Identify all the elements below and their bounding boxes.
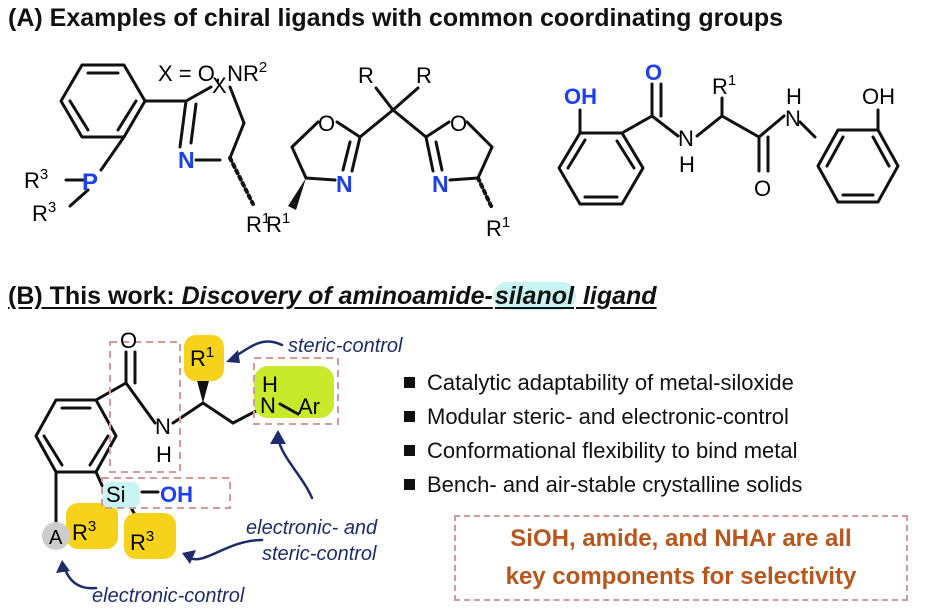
label-electronic-control: electronic-control	[92, 585, 245, 607]
list-item: Catalytic adaptability of metal-siloxide	[404, 366, 802, 400]
ligand-b-oh: OH	[160, 482, 193, 507]
ligand3-oh-left: OH	[564, 84, 597, 109]
feature-list: Catalytic adaptability of metal-siloxide…	[404, 366, 802, 502]
ligand3-oh-right: OH	[862, 84, 895, 109]
ligand3-bonds	[557, 82, 900, 206]
ligand2-n-left: N	[336, 171, 353, 197]
si-highlight	[102, 482, 140, 508]
callout-line-2: key components for selectivity	[505, 563, 857, 590]
ligand3-n-right: N	[785, 106, 801, 131]
ligand2-r-right: R	[416, 63, 432, 88]
arrow-heads	[56, 350, 286, 573]
ligand-b-o-amide: O	[120, 328, 137, 353]
ligand3-n-left: N	[678, 126, 694, 151]
ligand1-nitrogen: N	[178, 147, 195, 173]
ligand-b-h-amide: H	[156, 442, 172, 467]
group-boxes	[101, 341, 339, 509]
ligand2-hash-bond	[476, 176, 494, 210]
ligand2-wedge-bond	[288, 178, 306, 210]
ligand-b-ar: Ar	[298, 394, 320, 419]
ligand1-phosphorus: P	[82, 169, 98, 196]
ligand2-r-left: R	[358, 63, 374, 88]
heading-section-a: (A) Examples of chiral ligands with comm…	[8, 4, 784, 32]
ligand3-o-bottom: O	[754, 176, 771, 201]
ligand2-o-left: O	[318, 111, 335, 136]
bullet-square-icon	[404, 377, 415, 388]
a-group-circle	[42, 522, 70, 550]
ligand-b-r3-right: R3	[130, 528, 154, 555]
ligand3-h-right: H	[786, 84, 802, 109]
ligand2-n-right: N	[432, 171, 449, 197]
ligand1-r3-top: R3	[24, 166, 48, 193]
label-electronic-steric-2: steric-control	[262, 543, 377, 565]
ligand-b-r1: R1	[190, 344, 214, 371]
ligand3-o-top: O	[645, 60, 662, 85]
label-electronic-steric-1: electronic- and	[246, 517, 378, 539]
nhar-highlight	[254, 366, 334, 418]
r1-highlight	[184, 335, 224, 381]
bullet-square-icon	[404, 411, 415, 422]
heading-section-b: (B) This work: Discovery of aminoamide-s…	[8, 282, 657, 311]
ligand1-r3-bottom: R3	[32, 199, 56, 226]
ligand-b-r3-left: R3	[72, 518, 96, 545]
ligand1-x-definition: X = O, NR2	[158, 59, 267, 86]
bullet-square-icon	[404, 479, 415, 490]
list-item: Conformational flexibility to bind metal	[404, 434, 802, 468]
ligand-b-a-group: A	[49, 527, 63, 549]
ligand-b-bonds	[34, 350, 260, 527]
list-item: Modular steric- and electronic-control	[404, 400, 802, 434]
ligand-b-n-amide: N	[155, 414, 171, 439]
r3a-highlight	[66, 503, 118, 549]
bullet-square-icon	[404, 445, 415, 456]
heading-b-italic: Discovery of aminoamide-silanol ligand	[181, 282, 657, 310]
ligand2-r1-left: R1	[266, 210, 290, 237]
ligand-b-si: Si	[106, 482, 126, 507]
heading-b-prefix: (B) This work:	[8, 282, 182, 310]
ligand2-r1-right: R1	[486, 214, 510, 241]
ligand-b-wedge-bond	[196, 377, 210, 403]
ligand3-h-left: H	[679, 152, 695, 177]
selectivity-callout: SiOH, amide, and NHAr are all key compon…	[454, 515, 908, 601]
ligand-b-nh-h: H	[262, 372, 278, 397]
ligand1-hash-bond	[228, 156, 255, 206]
heading-b-highlight: silanol	[492, 282, 577, 310]
ligand1-bonds	[59, 63, 246, 208]
callout-line-1: SiOH, amide, and NHAr are all	[510, 525, 852, 552]
ligand1-r1: R1	[246, 210, 270, 237]
list-item: Bench- and air-stable crystalline solids	[404, 468, 802, 502]
label-steric-control: steric-control	[288, 335, 403, 357]
ligand2-bonds	[290, 86, 494, 182]
ligand-b-nh-n: N	[260, 393, 276, 418]
ligand1-ring-x: X	[212, 73, 227, 98]
r3b-highlight	[124, 513, 176, 559]
ligand3-r1: R1	[712, 72, 736, 99]
nar-bond	[278, 402, 300, 416]
ligand2-o-right: O	[450, 111, 467, 136]
